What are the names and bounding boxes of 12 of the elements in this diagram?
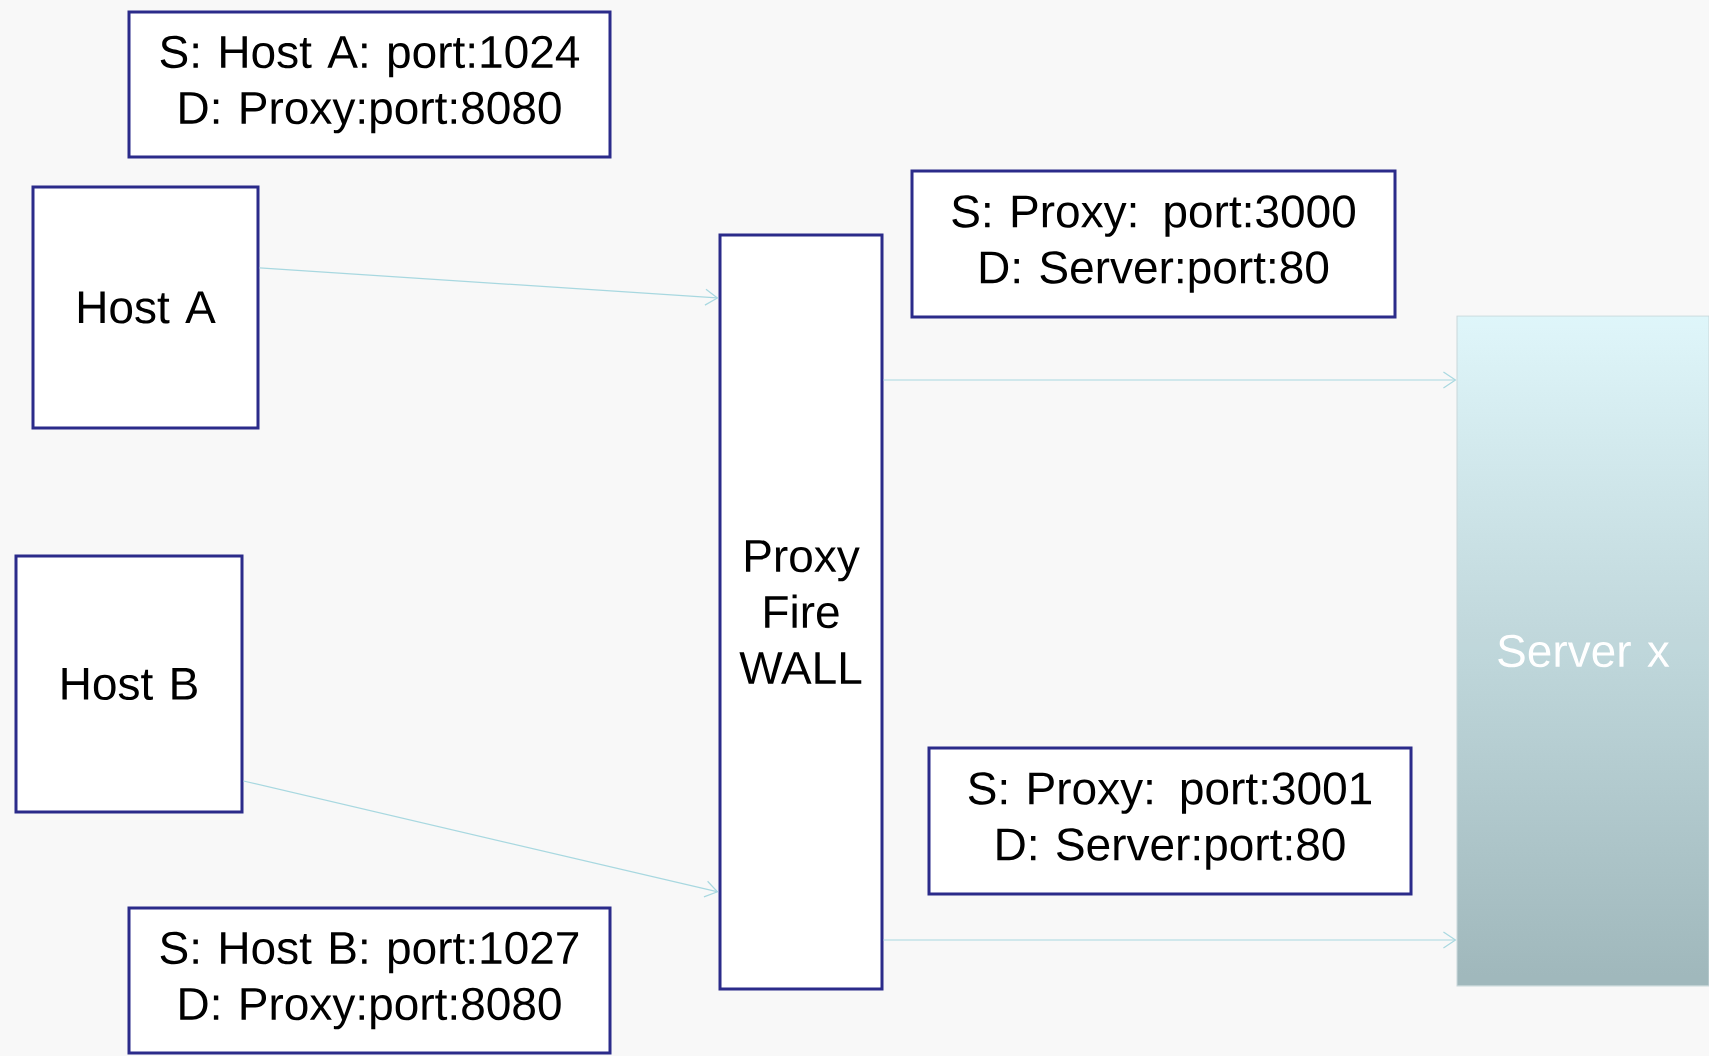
arrow bbox=[882, 371, 1457, 389]
address-box: S: Proxy: port:3001 D: Server:port:80 bbox=[927, 746, 1413, 896]
host-box: Host A bbox=[31, 185, 260, 430]
server-box: Server x bbox=[1456, 315, 1709, 987]
address-box: S: Proxy: port:3000 D: Server:port:80 bbox=[910, 169, 1397, 319]
firewall-box: Proxy Fire WALL bbox=[718, 233, 884, 991]
host-box: Host B bbox=[14, 554, 244, 814]
arrow bbox=[882, 931, 1457, 949]
arrow bbox=[258, 267, 719, 306]
address-box: S: Host B: port:1027 D: Proxy:port:8080 bbox=[127, 906, 612, 1055]
address-box: S: Host A: port:1024 D: Proxy:port:8080 bbox=[127, 10, 612, 159]
arrow bbox=[242, 780, 719, 898]
